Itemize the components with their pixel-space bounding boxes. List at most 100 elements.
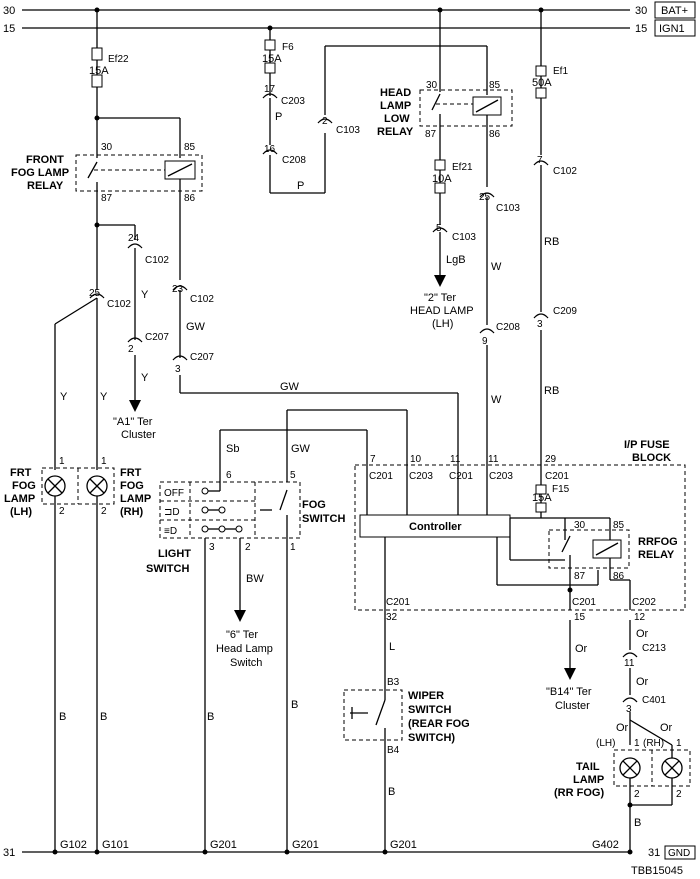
conn-c103-5-name: C103 <box>452 232 476 243</box>
conn-c102-7-pin: 7 <box>537 155 543 166</box>
rail-ign-num-right: 15 <box>635 23 647 35</box>
frt-lh-label-4: (LH) <box>10 506 32 518</box>
wire-lgb-label: LgB <box>446 254 466 266</box>
wiper-label-2: SWITCH <box>408 704 451 716</box>
wire-b-label-1: B <box>59 711 66 723</box>
front-fog-relay-p30: 30 <box>101 142 113 153</box>
tail-lamp-label-1: TAIL <box>576 761 600 773</box>
conn-c401-3-name: C401 <box>642 695 666 706</box>
conn-c213-11-pin: 11 <box>624 658 635 669</box>
conn-c208-16-name: C208 <box>282 155 306 166</box>
wire-or-label-3: Or <box>636 676 649 688</box>
fuse-ef21-name: Ef21 <box>452 162 473 173</box>
rail-bat-num-left: 30 <box>3 5 15 17</box>
frt-lh-label-2: FOG <box>12 480 36 492</box>
f6-circuit: F6 15A 17 C203 P 16 C208 P 2 C103 <box>262 28 488 194</box>
fuse-ef21-rating: 10A <box>432 173 452 185</box>
head-relay-p30: 30 <box>426 80 438 91</box>
conn-c208-9-name: C208 <box>496 322 520 333</box>
wire-y-label-3: Y <box>60 391 68 403</box>
ip-fuse-block: I/P FUSE BLOCK 7 10 11 11 29 C201 C203 C… <box>354 439 686 623</box>
ref-headlamp-lh-l1: "2" Ter <box>424 292 456 304</box>
light-fog-switch: Sb GW OFF ⊐D ≡D 6 5 FOG SWITCH 3 2 1 LIG… <box>146 409 408 855</box>
wiper-label-1: WIPER <box>408 690 444 702</box>
tail-lh-p2: 2 <box>634 789 640 800</box>
front-fog-relay-label-2: FOG LAMP <box>11 167 69 179</box>
rail-gnd-num-right: 31 <box>648 847 660 859</box>
light-switch-p6: 6 <box>226 470 232 481</box>
wire-y-label-4: Y <box>100 391 108 403</box>
fog-switch-p1: 1 <box>290 542 296 553</box>
fuse-f15-rating: 15A <box>532 492 552 504</box>
frt-rh-label-2: FOG <box>120 480 144 492</box>
fog-switch-label-2: SWITCH <box>302 513 345 525</box>
frt-rh-label-3: LAMP <box>120 493 151 505</box>
ipfuse-conn-top-5: C201 <box>545 471 569 482</box>
conn-c103-25-name: C103 <box>496 203 520 214</box>
rrfog-relay-label-1: RRFOG <box>638 536 678 548</box>
frt-rh-p1: 1 <box>101 456 107 467</box>
light-switch-off: OFF <box>164 488 184 499</box>
ref-headlamp-lh-l3: (LH) <box>432 318 453 330</box>
wire-rb-label-1: RB <box>544 236 559 248</box>
conn-c102-25-name: C102 <box>107 299 131 310</box>
tail-rh-p2: 2 <box>676 789 682 800</box>
ref-cluster-a1-l2: Cluster <box>121 429 156 441</box>
rail-gnd-name: GND <box>668 848 690 859</box>
rail-bat-name: BAT+ <box>661 5 688 17</box>
ref-b14-l1: "B14" Ter <box>546 686 592 698</box>
rail-ign-name: IGN1 <box>659 23 685 35</box>
wire-b-label-5: B <box>388 786 395 798</box>
conn-c102-24-name: C102 <box>145 255 169 266</box>
conn-c103-2-pin: 2 <box>322 116 328 127</box>
ground-g102: G102 <box>60 839 87 851</box>
head-relay-label-4: RELAY <box>377 126 414 138</box>
conn-c102-23-pin: 23 <box>172 284 184 295</box>
head-relay-label-1: HEAD <box>380 87 411 99</box>
ref-hls-l2: Head Lamp <box>216 643 273 655</box>
wire-w-label-1: W <box>491 261 502 273</box>
head-relay-p85: 85 <box>489 80 501 91</box>
conn-c209-3-pin: 3 <box>537 319 543 330</box>
wire-b-label-3: B <box>207 711 214 723</box>
wire-or-label-2: Or <box>636 628 649 640</box>
wire-or-label-4: Or <box>616 722 629 734</box>
ipfuse-pin-bot-3: 12 <box>634 612 646 623</box>
ef1-circuit: Ef1 50A 7 C102 RB 3 C209 RB <box>532 10 577 465</box>
ref-cluster-a1-l1: "A1" Ter <box>113 416 153 428</box>
ipfuse-title-2: BLOCK <box>632 452 671 464</box>
conn-c207-3-name: C207 <box>190 352 214 363</box>
fuse-ef1-name: Ef1 <box>553 66 568 77</box>
fog-switch-label-1: FOG <box>302 499 326 511</box>
frt-rh-label-4: (RH) <box>120 506 144 518</box>
ipfuse-pin-bot-1: 32 <box>386 612 398 623</box>
ground-g101: G101 <box>102 839 129 851</box>
document-id: TBB15045 <box>631 865 683 877</box>
conn-c208-9-pin: 9 <box>482 336 488 347</box>
frt-lh-p1: 1 <box>59 456 65 467</box>
wire-b-label-6: B <box>634 817 641 829</box>
conn-c207-2-name: C207 <box>145 332 169 343</box>
frt-lh-label-3: LAMP <box>4 493 35 505</box>
wire-p-label-1: P <box>275 111 282 123</box>
ipfuse-pin-top-1: 7 <box>370 454 376 465</box>
light-switch-label-1: LIGHT <box>158 548 191 560</box>
ipfuse-pin-top-4: 11 <box>488 454 499 465</box>
front-fog-circuit: Ef22 15A 30 85 87 86 FRONT FOG LAMP RELA… <box>11 10 459 470</box>
front-fog-relay-p86: 86 <box>184 193 196 204</box>
frt-rh-label-1: FRT <box>120 467 142 479</box>
front-fog-lamps: 1 2 1 2 FRT FOG LAMP (LH) FRT FOG LAMP (… <box>4 456 151 855</box>
wire-w-label-2: W <box>491 394 502 406</box>
tail-rh-p1: 1 <box>676 738 682 749</box>
conn-c103-5-pin: 5 <box>436 223 442 234</box>
ref-hls-l3: Switch <box>230 657 262 669</box>
rail-bat-num-right: 30 <box>635 5 647 17</box>
conn-c103-25-pin: 25 <box>479 192 491 203</box>
ipfuse-conn-top-2: C203 <box>409 471 433 482</box>
fuse-f6-rating: 15A <box>262 53 282 65</box>
ground-g402: G402 <box>592 839 619 851</box>
conn-c209-3-name: C209 <box>553 306 577 317</box>
conn-c203-17-name: C203 <box>281 96 305 107</box>
wire-l-label: L <box>389 641 395 653</box>
ipfuse-conn-top-4: C203 <box>489 471 513 482</box>
